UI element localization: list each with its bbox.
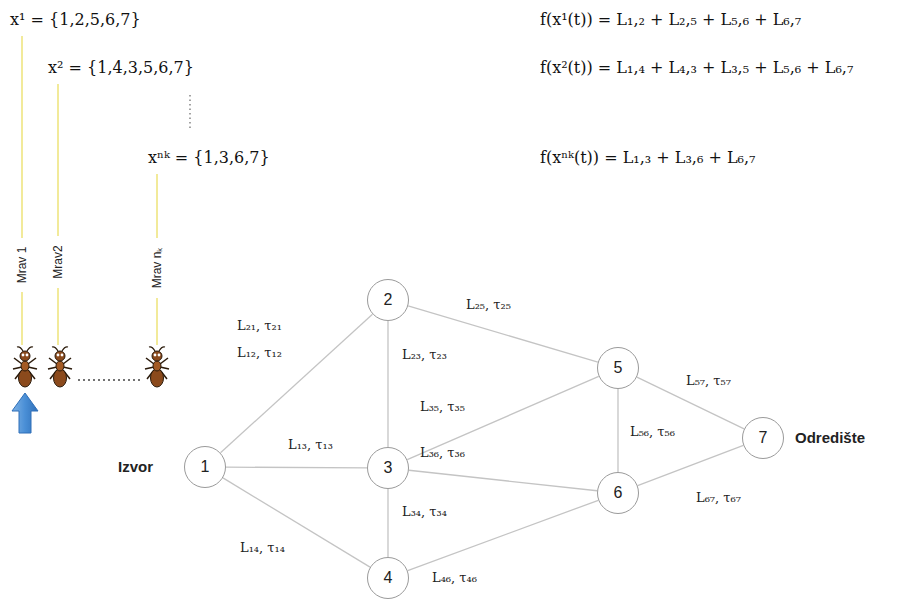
node-text-holder: 7	[742, 417, 784, 459]
graph-node: 7	[742, 417, 784, 459]
node-number: 6	[614, 484, 623, 502]
direction-arrow	[12, 393, 38, 433]
ellipsis-dots	[189, 95, 190, 130]
edge-weight-label: L₃₅, τ₃₅	[420, 398, 465, 416]
guide-line	[21, 292, 23, 345]
node-outline	[368, 280, 409, 321]
graph-edge	[221, 314, 373, 453]
graph-node: 1	[184, 446, 226, 488]
edge-weight-label: L₅₇, τ₅₇	[686, 372, 731, 390]
node-outline	[598, 348, 639, 389]
node-outline	[743, 418, 784, 459]
node-number: 5	[614, 359, 623, 377]
graph-edge	[387, 489, 388, 557]
path-set: xⁿᵏ = {1,3,6,7}	[148, 148, 270, 167]
ant-name: Mrav nₖ	[150, 248, 164, 289]
edge-weight-label: L₃₆, τ₃₆	[420, 444, 465, 462]
node-text-holder: 6	[597, 472, 639, 514]
node-outline	[185, 447, 226, 488]
edge-weight-label: L₆₇, τ₆₇	[696, 489, 741, 507]
node-text-holder: 2	[367, 279, 409, 321]
graph-edge	[226, 466, 367, 468]
edge-weight-label: L₂₁, τ₂₁ L₁₂, τ₁₂	[237, 312, 309, 366]
graph-node: 4	[367, 557, 409, 599]
node-text-holder: 3	[367, 447, 409, 489]
graph-edge	[409, 470, 597, 490]
path-cost: f(xⁿᵏ(t)) = L₁,₃ + L₃,₆ + L₆,₇	[540, 148, 755, 167]
graph-edge	[638, 445, 744, 485]
node-number: 1	[201, 458, 210, 476]
guide-line	[156, 298, 158, 345]
node-text-holder: 5	[597, 347, 639, 389]
path-set: x¹ = {1,2,5,6,7}	[10, 10, 141, 29]
node-number: 4	[384, 569, 393, 587]
guide-line	[156, 174, 158, 238]
graph-edge	[387, 321, 388, 447]
edge-weight-label: L₅₆, τ₅₆	[630, 423, 675, 441]
graph-edge	[617, 389, 618, 472]
node-outline	[368, 558, 409, 599]
graph-node: 3	[367, 447, 409, 489]
path-cost: f(x²(t)) = L₁,₄ + L₄,₃ + L₃,₅ + L₅,₆ + L…	[540, 58, 853, 77]
graph-node: 2	[367, 279, 409, 321]
ellipsis-dots	[78, 379, 140, 381]
source-label: Izvor	[118, 458, 153, 476]
node-text-holder: 4	[367, 557, 409, 599]
edge-weight-label: L₁₄, τ₁₄	[240, 539, 285, 557]
ant-name: Mrav2	[51, 245, 65, 278]
destination-label: Odredište	[795, 429, 865, 447]
node-number: 2	[384, 291, 393, 309]
path-cost: f(x¹(t)) = L₁,₂ + L₂,₅ + L₅,₆ + L₆,₇	[540, 10, 801, 29]
ant-figure	[48, 347, 72, 387]
edge-weight-label: L₁₃, τ₁₃	[288, 436, 333, 454]
node-outline	[598, 473, 639, 514]
guide-line	[57, 84, 59, 236]
ant-figure	[13, 347, 37, 387]
edge-weight-label: L₂₃, τ₂₃	[402, 346, 447, 364]
ant-name: Mrav 1	[15, 247, 29, 284]
guide-line	[21, 36, 23, 238]
edge-weight-label: L₃₄, τ₃₄	[402, 503, 447, 521]
ant-figure	[145, 347, 169, 387]
node-number: 7	[759, 429, 768, 447]
node-outline	[368, 448, 409, 489]
graph-edge	[223, 478, 370, 567]
node-text-holder: 1	[184, 446, 226, 488]
graph-node: 5	[597, 347, 639, 389]
node-number: 3	[384, 459, 393, 477]
edge-weight-label: L₂₅, τ₂₅	[466, 296, 511, 314]
guide-line	[57, 288, 59, 345]
graph-node: 6	[597, 472, 639, 514]
path-set: x² = {1,4,3,5,6,7}	[48, 58, 194, 77]
edge-weight-label: L₄₆, τ₄₆	[432, 569, 477, 587]
